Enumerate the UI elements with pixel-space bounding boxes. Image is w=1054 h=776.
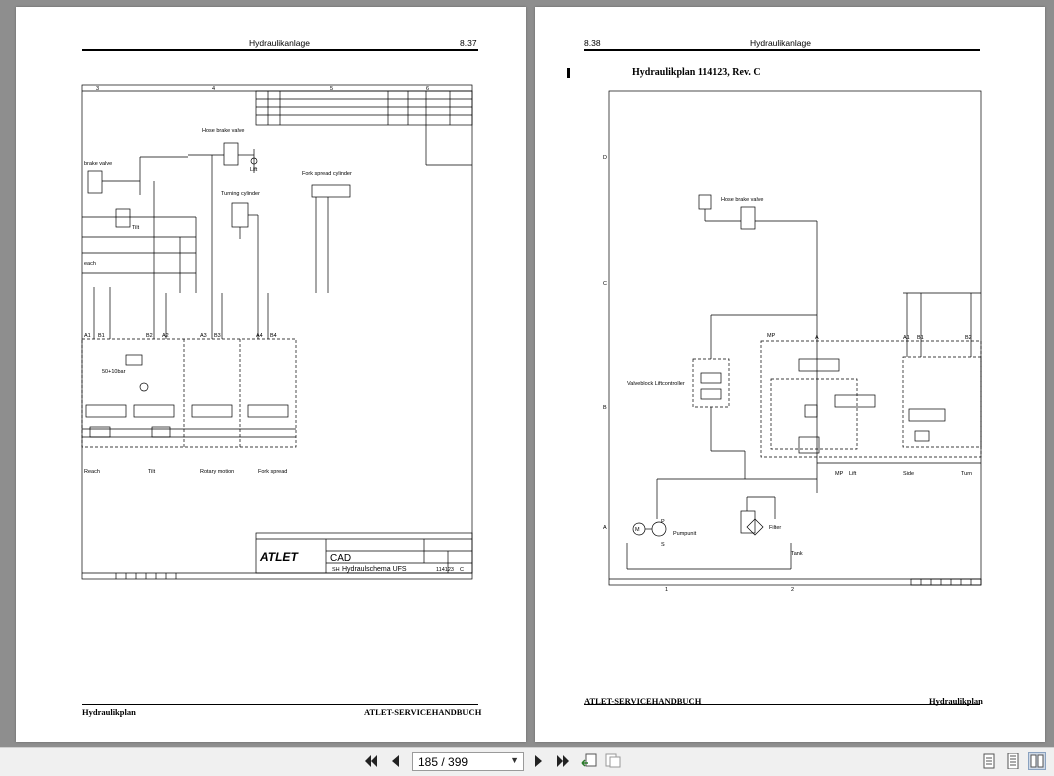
label-tilt: Tilt bbox=[132, 225, 140, 231]
port-label: A3 bbox=[200, 333, 207, 339]
hydraulic-schematic-right: D C B A 1 2 Hose brake valve Valveblock … bbox=[603, 90, 982, 593]
footer-rule bbox=[584, 704, 980, 705]
last-page-button[interactable] bbox=[554, 752, 572, 770]
forward-view-icon bbox=[605, 753, 621, 768]
two-page-icon bbox=[1030, 754, 1044, 768]
back-view-button[interactable] bbox=[580, 752, 598, 770]
chevron-down-icon: ▼ bbox=[510, 755, 519, 765]
page-number: 8.37 bbox=[460, 38, 477, 48]
port-label: B2 bbox=[965, 335, 972, 341]
single-page-view-button[interactable] bbox=[980, 752, 998, 770]
atlet-logo: ATLET bbox=[259, 550, 299, 564]
forward-view-button[interactable] bbox=[604, 752, 622, 770]
previous-page-button[interactable] bbox=[386, 752, 404, 770]
section-label: Fork spread bbox=[258, 469, 287, 475]
label-pressure: 50+10bar bbox=[102, 369, 126, 375]
page-footer-right: ATLET-SERVICEHANDBUCH bbox=[364, 707, 482, 717]
section-label: Rotary motion bbox=[200, 469, 234, 475]
column-number: 3 bbox=[96, 86, 99, 92]
single-page-icon bbox=[983, 753, 995, 769]
title-block-drawn-by: SH bbox=[332, 567, 340, 573]
page-footer-left: ATLET-SERVICEHANDBUCH bbox=[584, 696, 702, 706]
two-page-view-button[interactable] bbox=[1028, 752, 1046, 770]
page-footer-right: Hydraulikplan bbox=[929, 696, 983, 706]
label-fork-spread-cylinder: Fork spread cylinder bbox=[302, 171, 352, 177]
label-brake-valve: brake valve bbox=[84, 161, 112, 167]
title-block-drawing-number: 114123 bbox=[436, 567, 454, 573]
port-label: B2 bbox=[146, 333, 153, 339]
page-footer-left: Hydraulikplan bbox=[82, 707, 136, 717]
row-letter: C bbox=[603, 281, 607, 287]
page-number: 8.38 bbox=[584, 38, 601, 48]
label-p: P bbox=[661, 519, 665, 525]
first-page-icon bbox=[365, 755, 377, 767]
footer-rule bbox=[82, 704, 478, 705]
page-number-select[interactable]: 185 / 399 ▼ bbox=[412, 752, 524, 771]
row-letter: D bbox=[603, 155, 607, 161]
label-lift: Lift bbox=[250, 167, 258, 173]
back-view-icon bbox=[581, 753, 597, 767]
port-label: B1 bbox=[917, 335, 924, 341]
page-header-title: Hydraulikanlage bbox=[249, 38, 310, 48]
row-letter: B bbox=[603, 405, 607, 411]
section-label: Tilt bbox=[148, 469, 156, 475]
port-label: B1 bbox=[98, 333, 105, 339]
port-label: A2 bbox=[162, 333, 169, 339]
label-reach-small: each bbox=[84, 261, 96, 267]
label-filter: Filter bbox=[769, 525, 781, 531]
page-marker bbox=[567, 68, 570, 78]
header-rule bbox=[82, 49, 478, 51]
header-rule bbox=[584, 49, 980, 51]
column-number: 4 bbox=[212, 86, 215, 92]
continuous-page-icon bbox=[1007, 753, 1019, 769]
column-number: 2 bbox=[791, 587, 794, 593]
title-block-revision: C bbox=[460, 567, 464, 573]
column-number: 5 bbox=[330, 86, 333, 92]
port-label: A1 bbox=[903, 335, 910, 341]
port-label: A1 bbox=[84, 333, 91, 339]
page-header-title: Hydraulikanlage bbox=[750, 38, 811, 48]
label-mp: MP bbox=[767, 333, 776, 339]
port-label: A4 bbox=[256, 333, 263, 339]
label-lift: Lift bbox=[849, 471, 857, 477]
label-turn: Turn bbox=[961, 471, 972, 477]
plan-title: Hydraulikplan 114123, Rev. C bbox=[632, 67, 761, 78]
label-side: Side bbox=[903, 471, 914, 477]
label-a: A bbox=[815, 335, 819, 341]
first-page-button[interactable] bbox=[362, 752, 380, 770]
hydraulic-schematic-left: 3 4 5 6 Hose brake valve brake valve Lif… bbox=[81, 84, 473, 580]
label-turning-cylinder: Turning cylinder bbox=[221, 191, 260, 197]
viewer-toolbar: 185 / 399 ▼ bbox=[0, 747, 1054, 776]
label-pumpunit: Pumpunit bbox=[673, 531, 697, 537]
label-valveblock: Valveblock Liftcontroller bbox=[627, 381, 685, 387]
column-number: 6 bbox=[426, 86, 429, 92]
page-number-display: 185 / 399 bbox=[418, 754, 469, 769]
continuous-view-button[interactable] bbox=[1004, 752, 1022, 770]
title-block-cad: CAD bbox=[330, 553, 351, 564]
port-label: B4 bbox=[270, 333, 277, 339]
next-page-icon bbox=[535, 755, 542, 767]
label-m: M bbox=[635, 527, 640, 533]
title-block-drawing-title: Hydraulschema UFS bbox=[342, 566, 407, 573]
document-page-right: 8.38 Hydraulikanlage Hydraulikplan 11412… bbox=[535, 7, 1045, 742]
next-page-button[interactable] bbox=[530, 752, 548, 770]
label-hose-brake-valve: Hose brake valve bbox=[721, 197, 764, 203]
document-page-left: Hydraulikanlage 8.37 bbox=[16, 7, 526, 742]
label-s: S bbox=[661, 542, 665, 548]
port-label: B3 bbox=[214, 333, 221, 339]
label-tank: Tank bbox=[791, 551, 803, 557]
row-letter: A bbox=[603, 525, 607, 531]
label-hose-brake-valve: Hose brake valve bbox=[202, 128, 245, 134]
label-mp-lower: MP bbox=[835, 471, 844, 477]
section-label: Reach bbox=[84, 469, 100, 475]
last-page-icon bbox=[557, 755, 569, 767]
column-number: 1 bbox=[665, 587, 668, 593]
previous-page-icon bbox=[392, 755, 399, 767]
